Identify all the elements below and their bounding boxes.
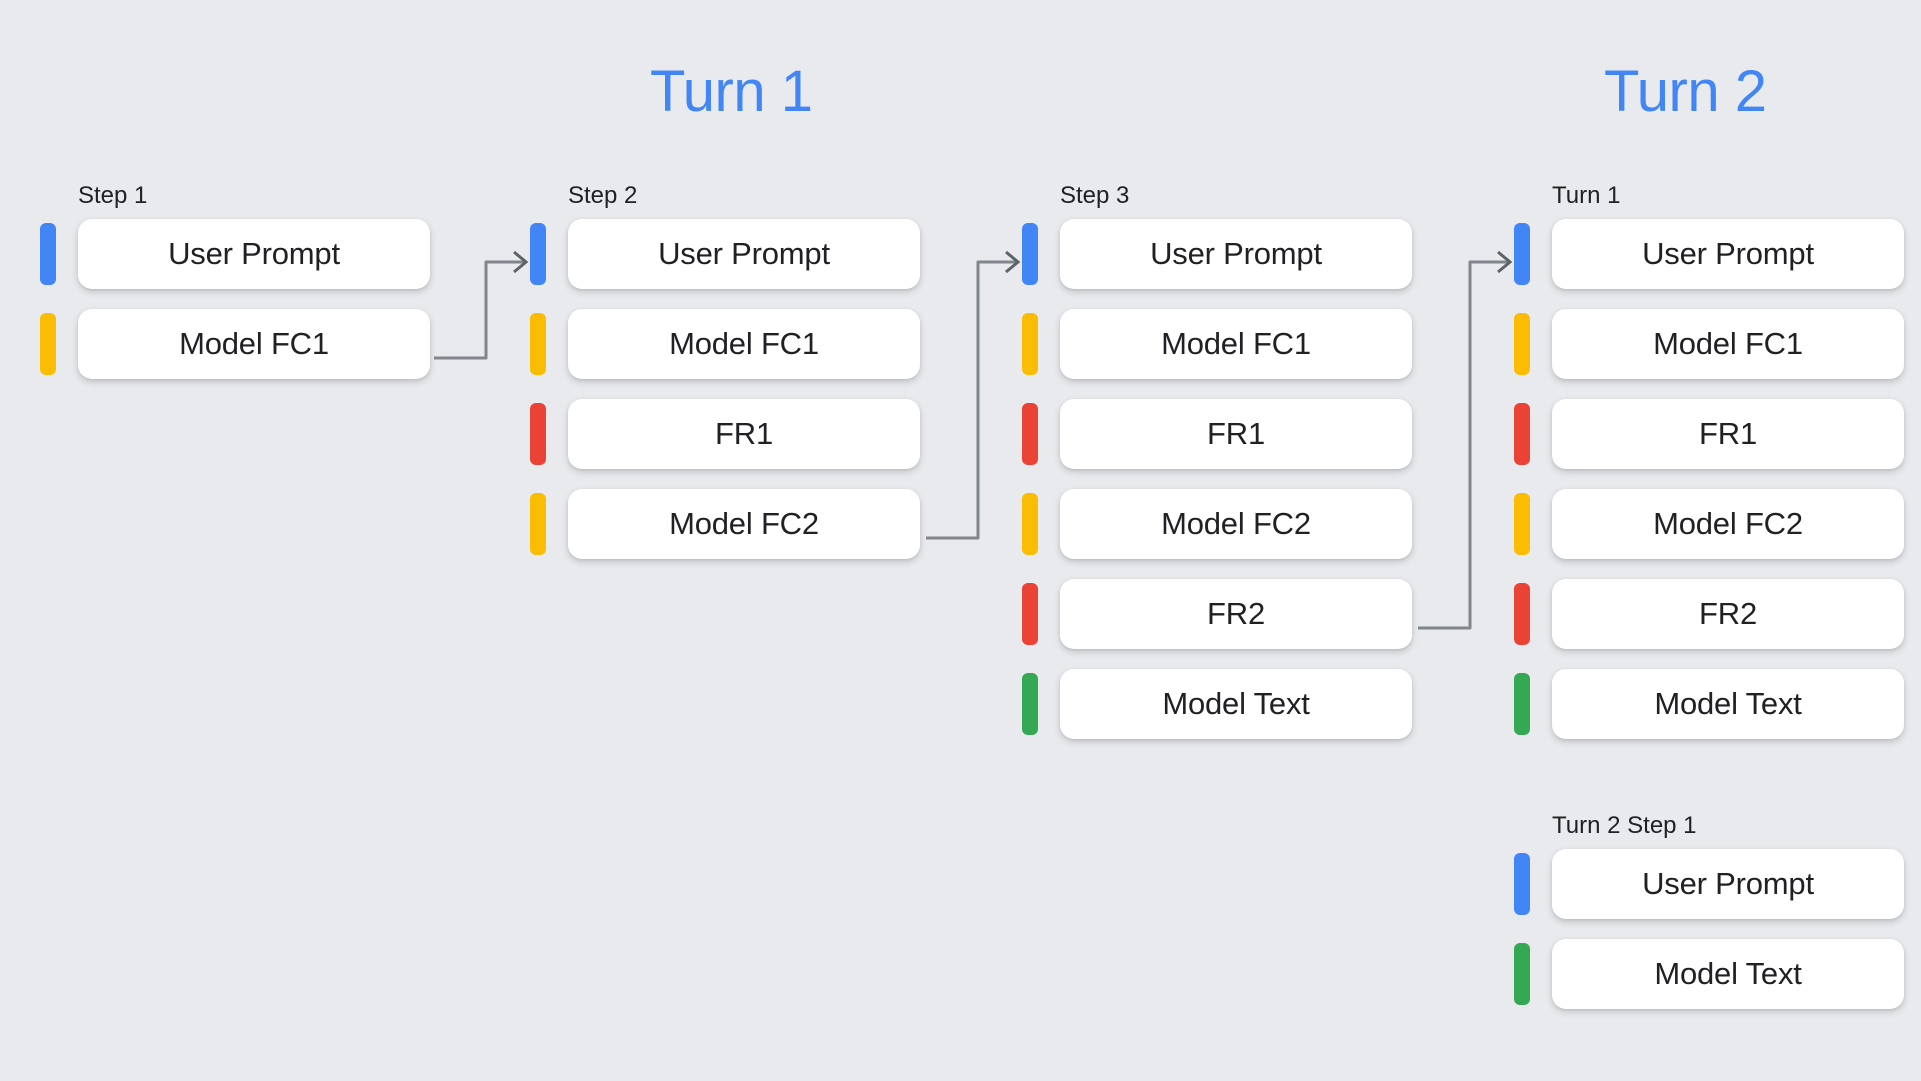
sequence-row: Model FC1 xyxy=(1022,309,1412,379)
row-color-swatch-blue xyxy=(1514,853,1530,915)
sequence-row: Model FC1 xyxy=(40,309,430,379)
sequence-row: Model FC1 xyxy=(1514,309,1904,379)
row-color-swatch-yellow xyxy=(40,313,56,375)
sequence-row: Model FC1 xyxy=(530,309,920,379)
column-label: Turn 2 Step 1 xyxy=(1552,812,1697,839)
row-color-swatch-yellow xyxy=(1514,313,1530,375)
row-color-swatch-yellow xyxy=(1022,493,1038,555)
row-color-swatch-blue xyxy=(1514,223,1530,285)
column-label: Turn 1 xyxy=(1552,182,1621,209)
row-card[interactable]: FR1 xyxy=(1552,399,1904,469)
sequence-row: Model FC2 xyxy=(530,489,920,559)
row-color-swatch-blue xyxy=(40,223,56,285)
row-color-swatch-red xyxy=(1022,583,1038,645)
sequence-row: FR1 xyxy=(1022,399,1412,469)
sequence-row: FR2 xyxy=(1022,579,1412,649)
row-color-swatch-yellow xyxy=(530,493,546,555)
column-label: Step 1 xyxy=(78,182,148,209)
sequence-row: Model Text xyxy=(1022,669,1412,739)
row-color-swatch-red xyxy=(1022,403,1038,465)
column-step-2: Step 2 User Prompt Model FC1 FR1 Model F… xyxy=(530,182,920,559)
row-color-swatch-red xyxy=(1514,403,1530,465)
sequence-row: Model FC2 xyxy=(1022,489,1412,559)
row-color-swatch-yellow xyxy=(1514,493,1530,555)
column-turn-2-turn-1: Turn 1 User Prompt Model FC1 FR1 Model F… xyxy=(1514,182,1904,739)
row-card[interactable]: Model FC1 xyxy=(1552,309,1904,379)
row-card[interactable]: Model FC2 xyxy=(568,489,920,559)
row-color-swatch-red xyxy=(1514,583,1530,645)
column-step-1: Step 1 User Prompt Model FC1 xyxy=(40,182,430,379)
row-color-swatch-yellow xyxy=(530,313,546,375)
connector-step3-to-turn2 xyxy=(1418,250,1513,630)
sequence-row: User Prompt xyxy=(1022,219,1412,289)
sequence-row: User Prompt xyxy=(530,219,920,289)
row-card[interactable]: User Prompt xyxy=(568,219,920,289)
sequence-row: FR1 xyxy=(1514,399,1904,469)
row-color-swatch-yellow xyxy=(1022,313,1038,375)
sequence-row: FR2 xyxy=(1514,579,1904,649)
row-card[interactable]: Model Text xyxy=(1552,939,1904,1009)
row-color-swatch-green xyxy=(1514,673,1530,735)
row-card[interactable]: FR1 xyxy=(568,399,920,469)
sequence-row: User Prompt xyxy=(1514,849,1904,919)
row-color-swatch-green xyxy=(1514,943,1530,1005)
row-color-swatch-blue xyxy=(1022,223,1038,285)
row-card[interactable]: Model FC2 xyxy=(1552,489,1904,559)
row-color-swatch-blue xyxy=(530,223,546,285)
row-card[interactable]: User Prompt xyxy=(1060,219,1412,289)
column-turn-2-step-1: Turn 2 Step 1 User Prompt Model Text xyxy=(1514,812,1904,1009)
turn-1-heading: Turn 1 xyxy=(650,59,813,124)
row-card[interactable]: User Prompt xyxy=(1552,219,1904,289)
row-card[interactable]: FR2 xyxy=(1552,579,1904,649)
sequence-row: Model Text xyxy=(1514,669,1904,739)
turn-2-heading: Turn 2 xyxy=(1604,59,1767,124)
row-card[interactable]: FR1 xyxy=(1060,399,1412,469)
row-card[interactable]: User Prompt xyxy=(1552,849,1904,919)
row-card[interactable]: Model Text xyxy=(1552,669,1904,739)
column-step-3: Step 3 User Prompt Model FC1 FR1 Model F… xyxy=(1022,182,1412,739)
sequence-row: Model FC2 xyxy=(1514,489,1904,559)
row-card[interactable]: Model Text xyxy=(1060,669,1412,739)
row-card[interactable]: Model FC1 xyxy=(78,309,430,379)
row-color-swatch-red xyxy=(530,403,546,465)
connector-step2-to-step3 xyxy=(926,250,1021,540)
row-card[interactable]: User Prompt xyxy=(78,219,430,289)
row-card[interactable]: Model FC1 xyxy=(568,309,920,379)
sequence-row: User Prompt xyxy=(40,219,430,289)
row-card[interactable]: Model FC1 xyxy=(1060,309,1412,379)
column-label: Step 2 xyxy=(568,182,638,209)
sequence-row: FR1 xyxy=(530,399,920,469)
row-color-swatch-green xyxy=(1022,673,1038,735)
sequence-row: User Prompt xyxy=(1514,219,1904,289)
connector-step1-to-step2 xyxy=(434,250,529,360)
sequence-row: Model Text xyxy=(1514,939,1904,1009)
column-label: Step 3 xyxy=(1060,182,1130,209)
row-card[interactable]: Model FC2 xyxy=(1060,489,1412,559)
row-card[interactable]: FR2 xyxy=(1060,579,1412,649)
